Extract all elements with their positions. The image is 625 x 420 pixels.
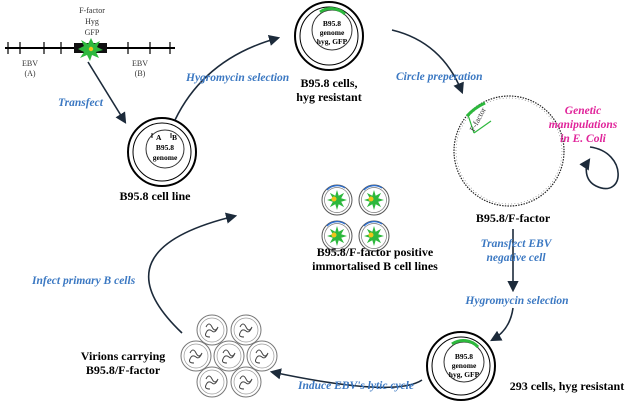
arrow-ecoli-loop [579, 146, 619, 190]
step-circle-prep: Circle preperation [396, 71, 483, 83]
step-infect: Infect primary B cells [31, 275, 136, 287]
cell293-genome-1: B95.8 [455, 352, 473, 361]
ffactor-insert-arc [465, 101, 486, 118]
cell293-genome-2: genome [452, 361, 477, 370]
stage-cell-line: B95.8 cell line [120, 189, 192, 203]
marker-a: A [156, 133, 162, 142]
virion [196, 314, 228, 346]
step-induce: Induce EBV's lytic cycle [297, 380, 414, 392]
gfp-star-icon [327, 226, 347, 246]
stage-immortal-1: B95.8/F-factor positive [317, 245, 434, 259]
genome-hyg-label-2: genome [320, 28, 345, 37]
ebv-genome-construct: F-factor Hyg GFP EBV (A) EBV (B) [5, 6, 175, 78]
arrow-infect [147, 212, 238, 334]
stage-virions-1: Virions carrying [81, 349, 166, 363]
cell-293: B95.8 genome hyg, GFP [426, 331, 496, 401]
genome-label-1: B95.8 [156, 143, 174, 152]
marker-b: B [172, 133, 177, 142]
arrow-hyg-selection-1 [174, 34, 281, 121]
genome-hyg-label-1: B95.8 [323, 19, 341, 28]
virion [196, 366, 228, 398]
gfp-insert-arc [319, 7, 347, 16]
genetic-manip-2: manipulations [549, 119, 618, 131]
cassette-label-ffactor: F-factor [79, 6, 105, 15]
ffactor-plasmid: F-factor [453, 95, 565, 207]
step-transfect: Transfect [58, 97, 104, 109]
genome-label-2: genome [153, 153, 178, 162]
hyg-resistant-cell: B95.8 genome hyg, GFP [294, 1, 364, 71]
ffactor-tag: F-factor [468, 106, 488, 133]
gfp-star-icon [364, 226, 384, 246]
ebv-b-sub: (B) [135, 69, 146, 78]
genome-hyg-label-3: hyg, GFP [317, 37, 348, 46]
stage-virions-2: B95.8/F-factor [86, 363, 161, 377]
virion [246, 340, 278, 372]
cassette-label-hyg: Hyg [85, 17, 99, 26]
cassette-label-gfp: GFP [85, 28, 100, 37]
arrow-induce [269, 368, 423, 389]
step-hyg-selection-2: Hygromycin selection [464, 295, 568, 307]
step-hyg-selection-1: Hygromycin selection [185, 72, 289, 84]
b-cell [321, 184, 353, 216]
virion [230, 314, 262, 346]
genetic-manip-3: in E. Coli [560, 133, 607, 145]
genetic-manip-1: Genetic [565, 105, 601, 117]
virion-cluster [180, 314, 278, 398]
cell293-genome-3: hyg, GFP [449, 370, 480, 379]
arrow-hyg-selection-2 [490, 307, 514, 342]
b958-cell: A B B95.8 genome [127, 117, 197, 187]
stage-hyg-resistant-1: B95.8 cells, [301, 76, 358, 90]
gfp-star-icon [327, 190, 347, 210]
ebv-b-label: EBV [132, 59, 148, 68]
stage-hyg-resistant-2: hyg resistant [296, 90, 361, 104]
stage-bfactor: B95.8/F-factor [476, 211, 551, 225]
step-transfect-ebv-1: Transfect EBV [481, 238, 553, 250]
b-cell [358, 184, 390, 216]
virion [180, 340, 212, 372]
ebv-a-sub: (A) [24, 69, 35, 78]
stage-immortal-2: immortalised B cell lines [312, 259, 438, 273]
arrow-transfect [87, 61, 127, 124]
b-cell [358, 220, 390, 252]
virion [230, 366, 262, 398]
gfp-star-icon [364, 190, 384, 210]
stage-cells293: 293 cells, hyg resistant [510, 379, 624, 393]
step-transfect-ebv-2: negative cell [486, 252, 546, 264]
ebv-a-label: EBV [22, 59, 38, 68]
immortalised-b-cells [321, 184, 390, 252]
virion [213, 340, 245, 372]
arrow-circle-prep [391, 29, 464, 95]
b-cell [321, 220, 353, 252]
